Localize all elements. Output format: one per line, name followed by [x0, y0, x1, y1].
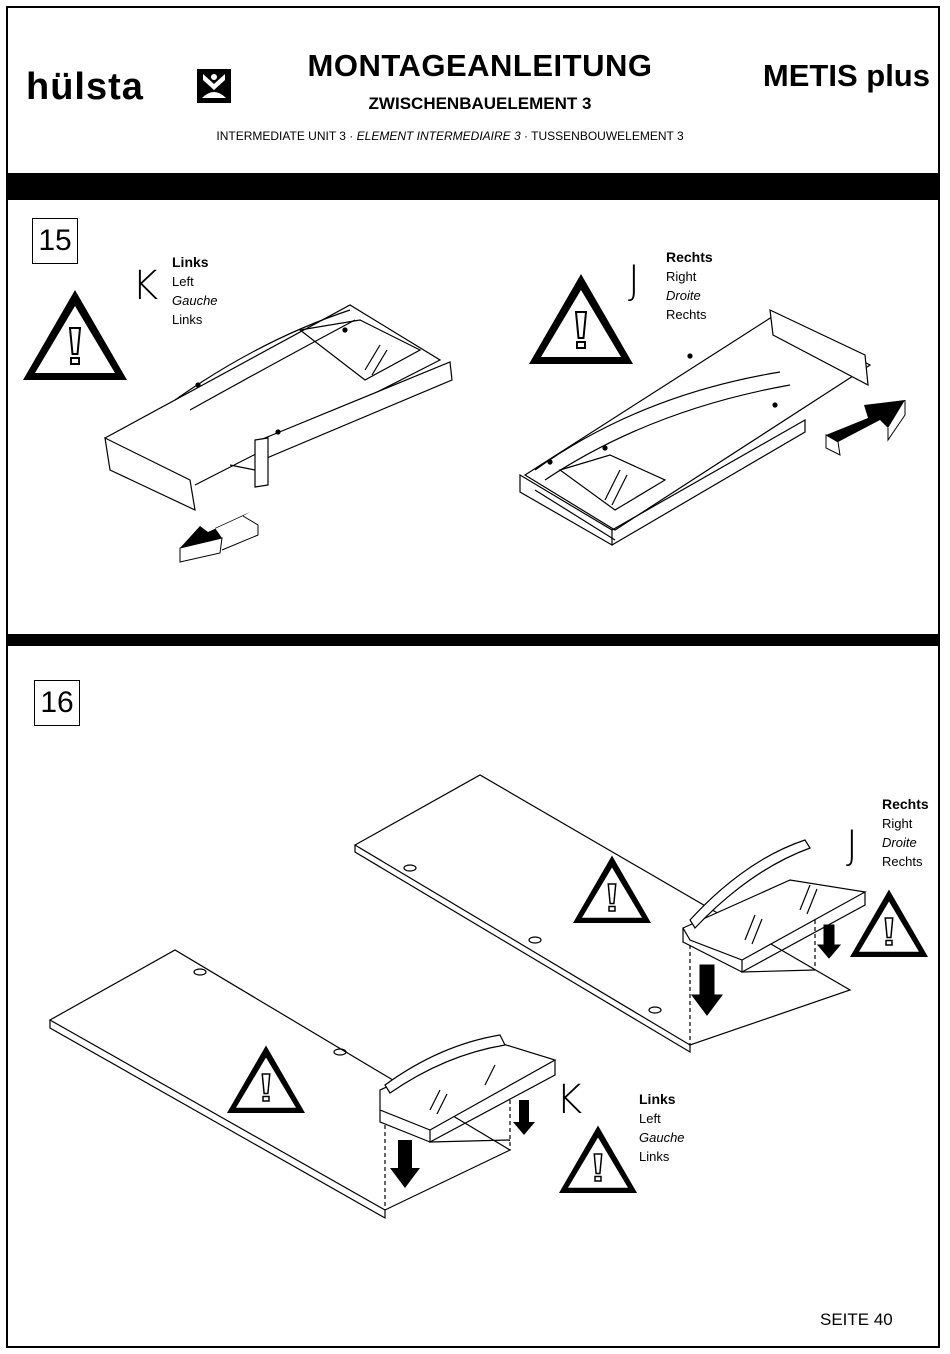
translation-en: INTERMEDIATE UNIT 3 — [216, 129, 346, 143]
step16-j-label: Rechts Right Droite Rechts — [882, 796, 929, 869]
section-divider-top — [6, 173, 940, 200]
part-letter-k-step16: K — [556, 1077, 583, 1123]
document-title: MONTAGEANLEITUNG — [307, 48, 653, 83]
step-16-number: 16 — [34, 680, 80, 726]
product-name: METIS plus — [762, 58, 930, 93]
step16-k-label: Links Left Gauche Links — [639, 1091, 685, 1164]
step15-left-label: Links Left Gauche Links — [172, 254, 218, 327]
step15-right-label: Rechts Right Droite Rechts — [666, 249, 713, 322]
translation-fr: ELEMENT INTERMEDIAIRE 3 — [356, 129, 521, 143]
brand-logo-text: hülsta — [26, 66, 144, 108]
part-letter-f: F — [494, 823, 518, 869]
part-letter-k: K — [132, 263, 159, 309]
page-frame — [6, 6, 940, 1348]
section-divider-middle — [6, 634, 940, 646]
part-letter-e: E — [164, 1013, 190, 1059]
hulsta-logo-icon — [197, 69, 231, 103]
document-subtitle: ZWISCHENBAUELEMENT 3 — [368, 94, 592, 113]
part-letter-j-step16: J — [846, 823, 858, 869]
translation-nl: TUSSENBOUWELEMENT 3 — [531, 129, 684, 143]
step-15-number: 15 — [32, 218, 78, 264]
subtitle-translations: INTERMEDIATE UNIT 3 · ELEMENT INTERMEDIA… — [216, 129, 684, 143]
step16-e-label: Links Left Gauche Links — [202, 997, 248, 1070]
page-number: SEITE 40 — [820, 1310, 893, 1329]
part-letter-j: J — [628, 258, 640, 304]
step16-f-label: Rechts Right Droite Rechts — [528, 834, 575, 907]
